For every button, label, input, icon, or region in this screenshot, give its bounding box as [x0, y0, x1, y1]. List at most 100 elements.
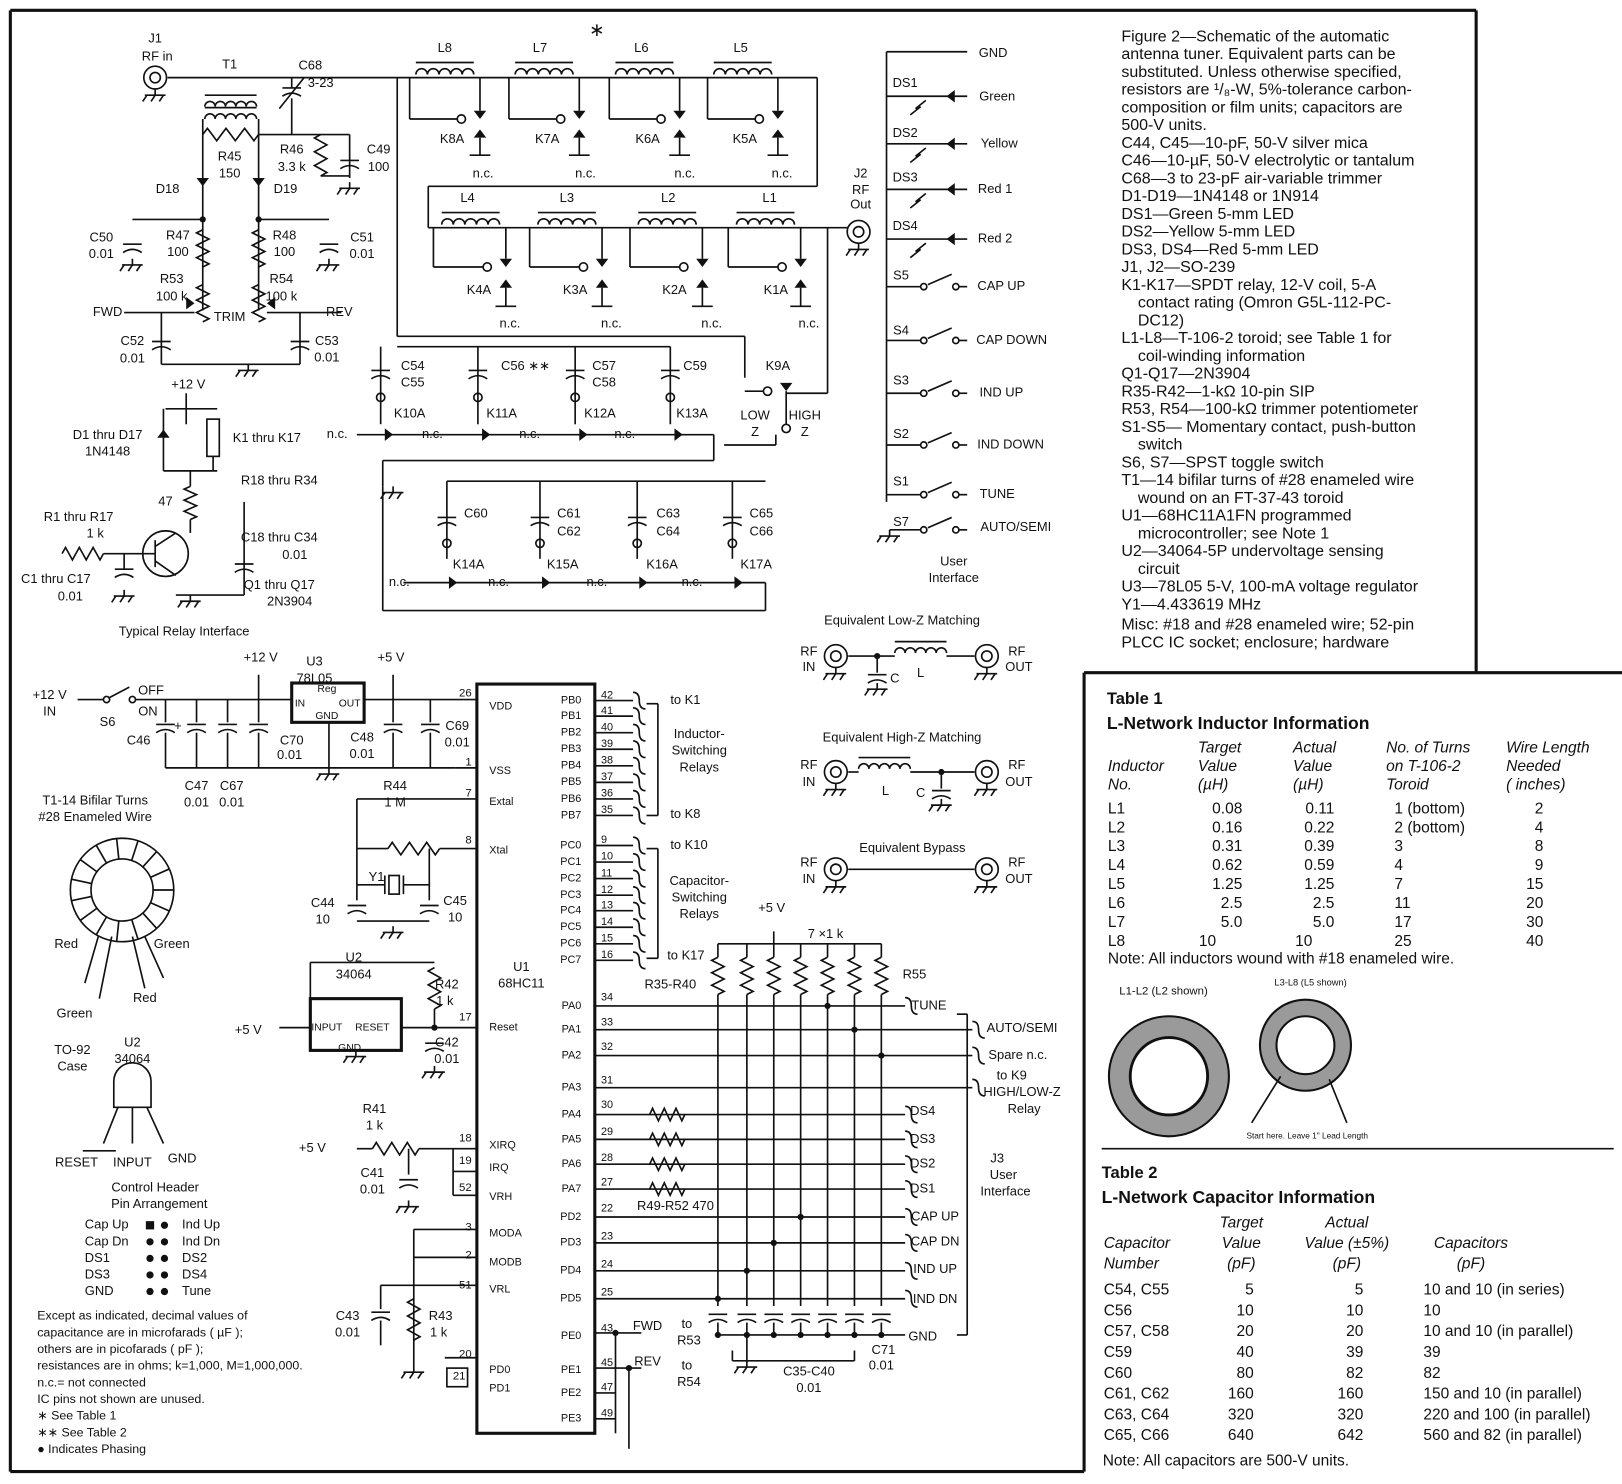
- label-table2-headers-0-1: Target: [1220, 1214, 1264, 1231]
- label-schematic-r54: R54: [270, 271, 294, 286]
- label-schematic-p5v: +5 V: [758, 900, 785, 915]
- label-schematic-pa-6: PA6: [562, 1158, 582, 1170]
- bypass-capacitor: [817, 1318, 838, 1324]
- label-table2-headers-2-2: (pF): [1333, 1256, 1361, 1273]
- ground-icon: [412, 1206, 418, 1214]
- relay-output-brace: [633, 901, 646, 920]
- coax-connector-icon: [823, 759, 849, 785]
- label-schematic-rf: RF: [800, 757, 817, 772]
- relay-arm-icon: [579, 428, 588, 441]
- ground-icon: [342, 1056, 349, 1064]
- power-capacitor: [186, 728, 207, 734]
- label-schematic-r53: R53: [160, 271, 184, 286]
- relay-contact: [762, 386, 773, 397]
- label-schematic-pc-2: PC2: [560, 872, 581, 884]
- relay-arm-icon: [696, 279, 709, 288]
- ground-icon: [408, 1371, 415, 1379]
- label-caption-lines-22: S1-S5— Momentary contact, push-button: [1121, 418, 1416, 436]
- label-schematic-pins-left-3: 8: [465, 834, 471, 846]
- pin-dot-icon: [160, 1271, 169, 1279]
- label-header-pins-rows-4-0: GND: [85, 1283, 114, 1298]
- label-schematic-pins-pa-2: 32: [601, 1041, 613, 1053]
- label-schematic-high: HIGH: [789, 407, 821, 422]
- label-schematic-v001: 0.01: [349, 246, 374, 261]
- ground-icon: [893, 535, 899, 543]
- relay-output-brace: [633, 918, 646, 937]
- label-schematic-p12v: +12 V: [244, 650, 279, 665]
- label-caption-lines-32: Y1—4.433619 MHz: [1121, 595, 1261, 613]
- label-caption-lines-11: DS2—Yellow 5-mm LED: [1121, 223, 1295, 241]
- label-schematic-l: L: [882, 783, 889, 798]
- label-schematic-to: to: [681, 1316, 692, 1331]
- label-schematic-low: LOW: [740, 407, 770, 422]
- relay-output-brace: [633, 723, 646, 742]
- label-schematic-pins-left-4: 17: [459, 1011, 472, 1023]
- ground-icon: [388, 492, 394, 500]
- ground-icon: [315, 773, 322, 781]
- label-schematic-v1k: 1 k: [436, 993, 454, 1008]
- label-table1-rows-3-1: 0.62: [1212, 857, 1242, 874]
- label-schematic-pins-left-1: 1: [465, 757, 471, 769]
- equivalent-capacitor: [931, 794, 952, 800]
- junction-dot: [797, 1213, 804, 1221]
- ground-icon: [853, 248, 860, 257]
- r35-r40-resistor: [765, 956, 782, 996]
- label-schematic-c71: C71: [872, 1342, 896, 1357]
- label-schematic-l4: L4: [460, 190, 474, 205]
- label-schematic-r53: R53: [677, 1333, 701, 1348]
- label-caption-lines-19: Q1-Q17—2N3904: [1121, 365, 1250, 383]
- bypass-capacitor: [844, 1318, 865, 1324]
- label-schematic-ind-dn: IND DN: [913, 1291, 958, 1306]
- label-schematic-v47: 47: [158, 493, 172, 508]
- label-table2-rows-3-0: C59: [1104, 1344, 1132, 1361]
- connector-brace: [972, 1046, 985, 1065]
- label-schematic-pe-0: PE0: [561, 1330, 582, 1342]
- label-schematic-c: C: [916, 785, 925, 800]
- label-schematic-l7: L7: [533, 40, 547, 55]
- ground-icon: [831, 673, 837, 681]
- ground-icon: [845, 248, 851, 257]
- label-schematic-c64: C64: [656, 523, 680, 538]
- c42-capacitor: [424, 1047, 445, 1053]
- relay-arm-icon: [573, 110, 586, 120]
- ground-icon: [396, 492, 403, 500]
- label-schematic-n4148: 1N4148: [85, 444, 130, 459]
- ground-icon: [315, 264, 322, 272]
- label-schematic-pc-6: PC6: [560, 938, 581, 950]
- ground-icon: [733, 1366, 740, 1374]
- coax-connector-icon: [852, 225, 865, 238]
- lead-wire: [144, 936, 165, 979]
- label-schematic-k7a: K7A: [535, 131, 560, 146]
- label-table1-rows-7-0: L8: [1108, 933, 1125, 950]
- led-icon: [946, 137, 955, 151]
- bank-capacitor: [722, 521, 743, 527]
- label-schematic-pins-pa-1: 33: [601, 1016, 613, 1028]
- label-notes-5: IC pins not shown are unused.: [37, 1392, 205, 1406]
- label-schematic-c56: C56 ∗∗: [501, 358, 550, 373]
- label-table1-headers-0-2: Actual: [1292, 739, 1337, 756]
- label-schematic-in: IN: [43, 703, 56, 718]
- label-schematic-to-k17: to K17: [667, 948, 704, 963]
- bank-capacitor: [468, 374, 488, 380]
- label-schematic-pins-pc-1: 10: [601, 851, 613, 863]
- label-schematic-rf-in: RF in: [142, 48, 173, 63]
- toroid-winding: [150, 868, 170, 879]
- label-schematic-gnd: GND: [979, 45, 1008, 60]
- label-schematic-r43: R43: [429, 1308, 453, 1323]
- label-schematic-k8a: K8A: [440, 131, 465, 146]
- label-schematic-cap-up: CAP UP: [977, 278, 1025, 293]
- label-schematic-spare: Spare n.c.: [988, 1047, 1047, 1062]
- label-schematic-s7: S7: [893, 514, 909, 529]
- label-schematic-input: INPUT: [113, 1155, 152, 1170]
- label-schematic-j2: J2: [854, 165, 868, 180]
- label-schematic-out-caps: OUT: [339, 698, 361, 709]
- label-schematic-auto-semi: AUTO/SEMI: [987, 1020, 1058, 1035]
- led-icon: [946, 90, 955, 103]
- power-capacitor: [155, 728, 176, 734]
- label-caption-lines-31: U3—78L05 5-V, 100-mA voltage regulator: [1121, 578, 1418, 596]
- toroid-winding: [130, 919, 139, 940]
- label-schematic-rf: RF: [852, 182, 869, 197]
- label-schematic-vrh: VRH: [489, 1191, 512, 1203]
- label-schematic-r55: R55: [903, 966, 927, 981]
